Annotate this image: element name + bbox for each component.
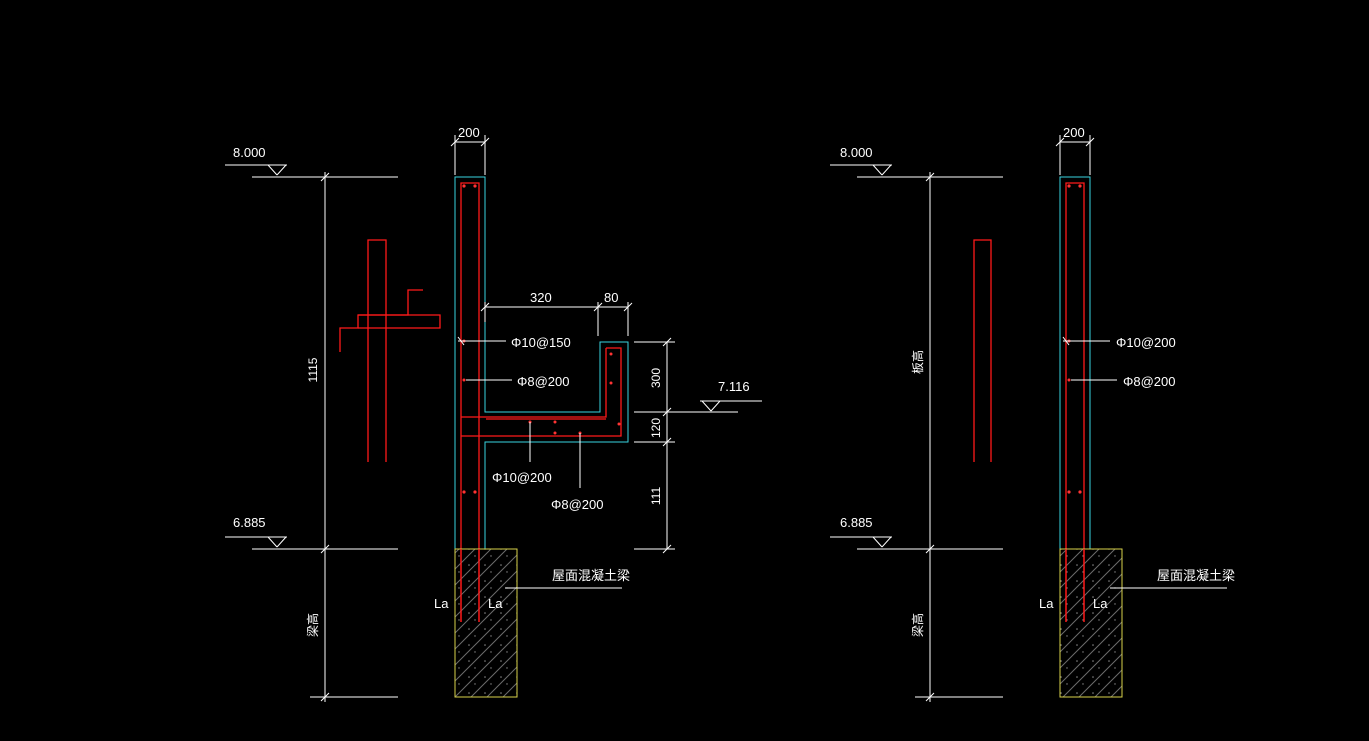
left-gutter-dim-300: 300 (649, 368, 663, 388)
right-concrete-outline (1059, 176, 1091, 550)
right-rebar-label-2: Φ8@200 (1123, 374, 1176, 389)
left-elevation-bottom: 6.885 (225, 515, 398, 550)
left-gutter-dim-120: 120 (649, 418, 663, 438)
right-elevation-top-text: 8.000 (840, 145, 873, 160)
left-rebar-label-1: Φ10@150 (511, 335, 571, 350)
left-rebar-label-4: Φ8@200 (551, 497, 604, 512)
right-top-dim-text: 200 (1063, 125, 1085, 140)
right-anchor-label: La (1039, 596, 1054, 611)
right-top-dimension: 200 (1055, 125, 1095, 175)
left-beam-label: 屋面混凝土梁 (552, 568, 630, 583)
right-detail: 200 8.000 6.885 板高 梁高 (830, 125, 1235, 702)
left-rebar-label-2: Φ8@200 (517, 374, 570, 389)
right-side-label: 梁高 (910, 613, 925, 637)
left-side-label: 梁高 (305, 613, 320, 637)
right-rebar-sketch (973, 239, 992, 462)
left-gutter-vertical-dims: 300 120 111 (634, 337, 675, 554)
right-rebars (1065, 182, 1085, 622)
right-roof-beam: 屋面混凝土梁 La La (1039, 548, 1235, 698)
right-beam-label: 屋面混凝土梁 (1157, 568, 1235, 583)
left-anchor-label-2: La (488, 596, 503, 611)
left-height-dimension: 1115 梁高 (305, 172, 398, 702)
left-rebar-sketch (339, 239, 441, 462)
right-rebar-annotations: Φ10@200 Φ8@200 (1062, 335, 1176, 389)
left-rebar-annotations: Φ10@150 Φ8@200 Φ10@200 Φ8@200 (457, 335, 604, 512)
left-top-dim-text: 200 (458, 125, 480, 140)
right-height-dimension: 板高 梁高 (910, 172, 1003, 702)
left-elevation-top: 8.000 (225, 145, 398, 178)
left-elevation-gutter: 7.116 (672, 379, 762, 413)
left-gutter-lip-text: 80 (604, 290, 618, 305)
left-top-dimension: 200 (450, 125, 490, 175)
right-anchor-label-2: La (1093, 596, 1108, 611)
right-height-label: 板高 (910, 350, 925, 374)
left-gutter-width-dims: 320 80 (480, 290, 633, 336)
left-elevation-top-text: 8.000 (233, 145, 266, 160)
right-elevation-top: 8.000 (830, 145, 1003, 178)
left-rebars (460, 182, 622, 622)
left-detail: 200 8.000 6.885 1115 梁高 (225, 125, 762, 702)
right-elevation-bottom: 6.885 (830, 515, 1003, 550)
left-elevation-bottom-text: 6.885 (233, 515, 266, 530)
left-rebar-label-3: Φ10@200 (492, 470, 552, 485)
left-concrete-outline (454, 176, 629, 550)
right-rebar-label-1: Φ10@200 (1116, 335, 1176, 350)
left-anchor-label: La (434, 596, 449, 611)
left-gutter-width-text: 320 (530, 290, 552, 305)
right-elevation-bottom-text: 6.885 (840, 515, 873, 530)
left-elevation-gutter-text: 7.116 (718, 379, 750, 394)
left-roof-beam: 屋面混凝土梁 La La (434, 548, 630, 698)
left-height-dim-text: 1115 (306, 357, 320, 382)
left-gutter-dim-111: 111 (649, 487, 663, 506)
